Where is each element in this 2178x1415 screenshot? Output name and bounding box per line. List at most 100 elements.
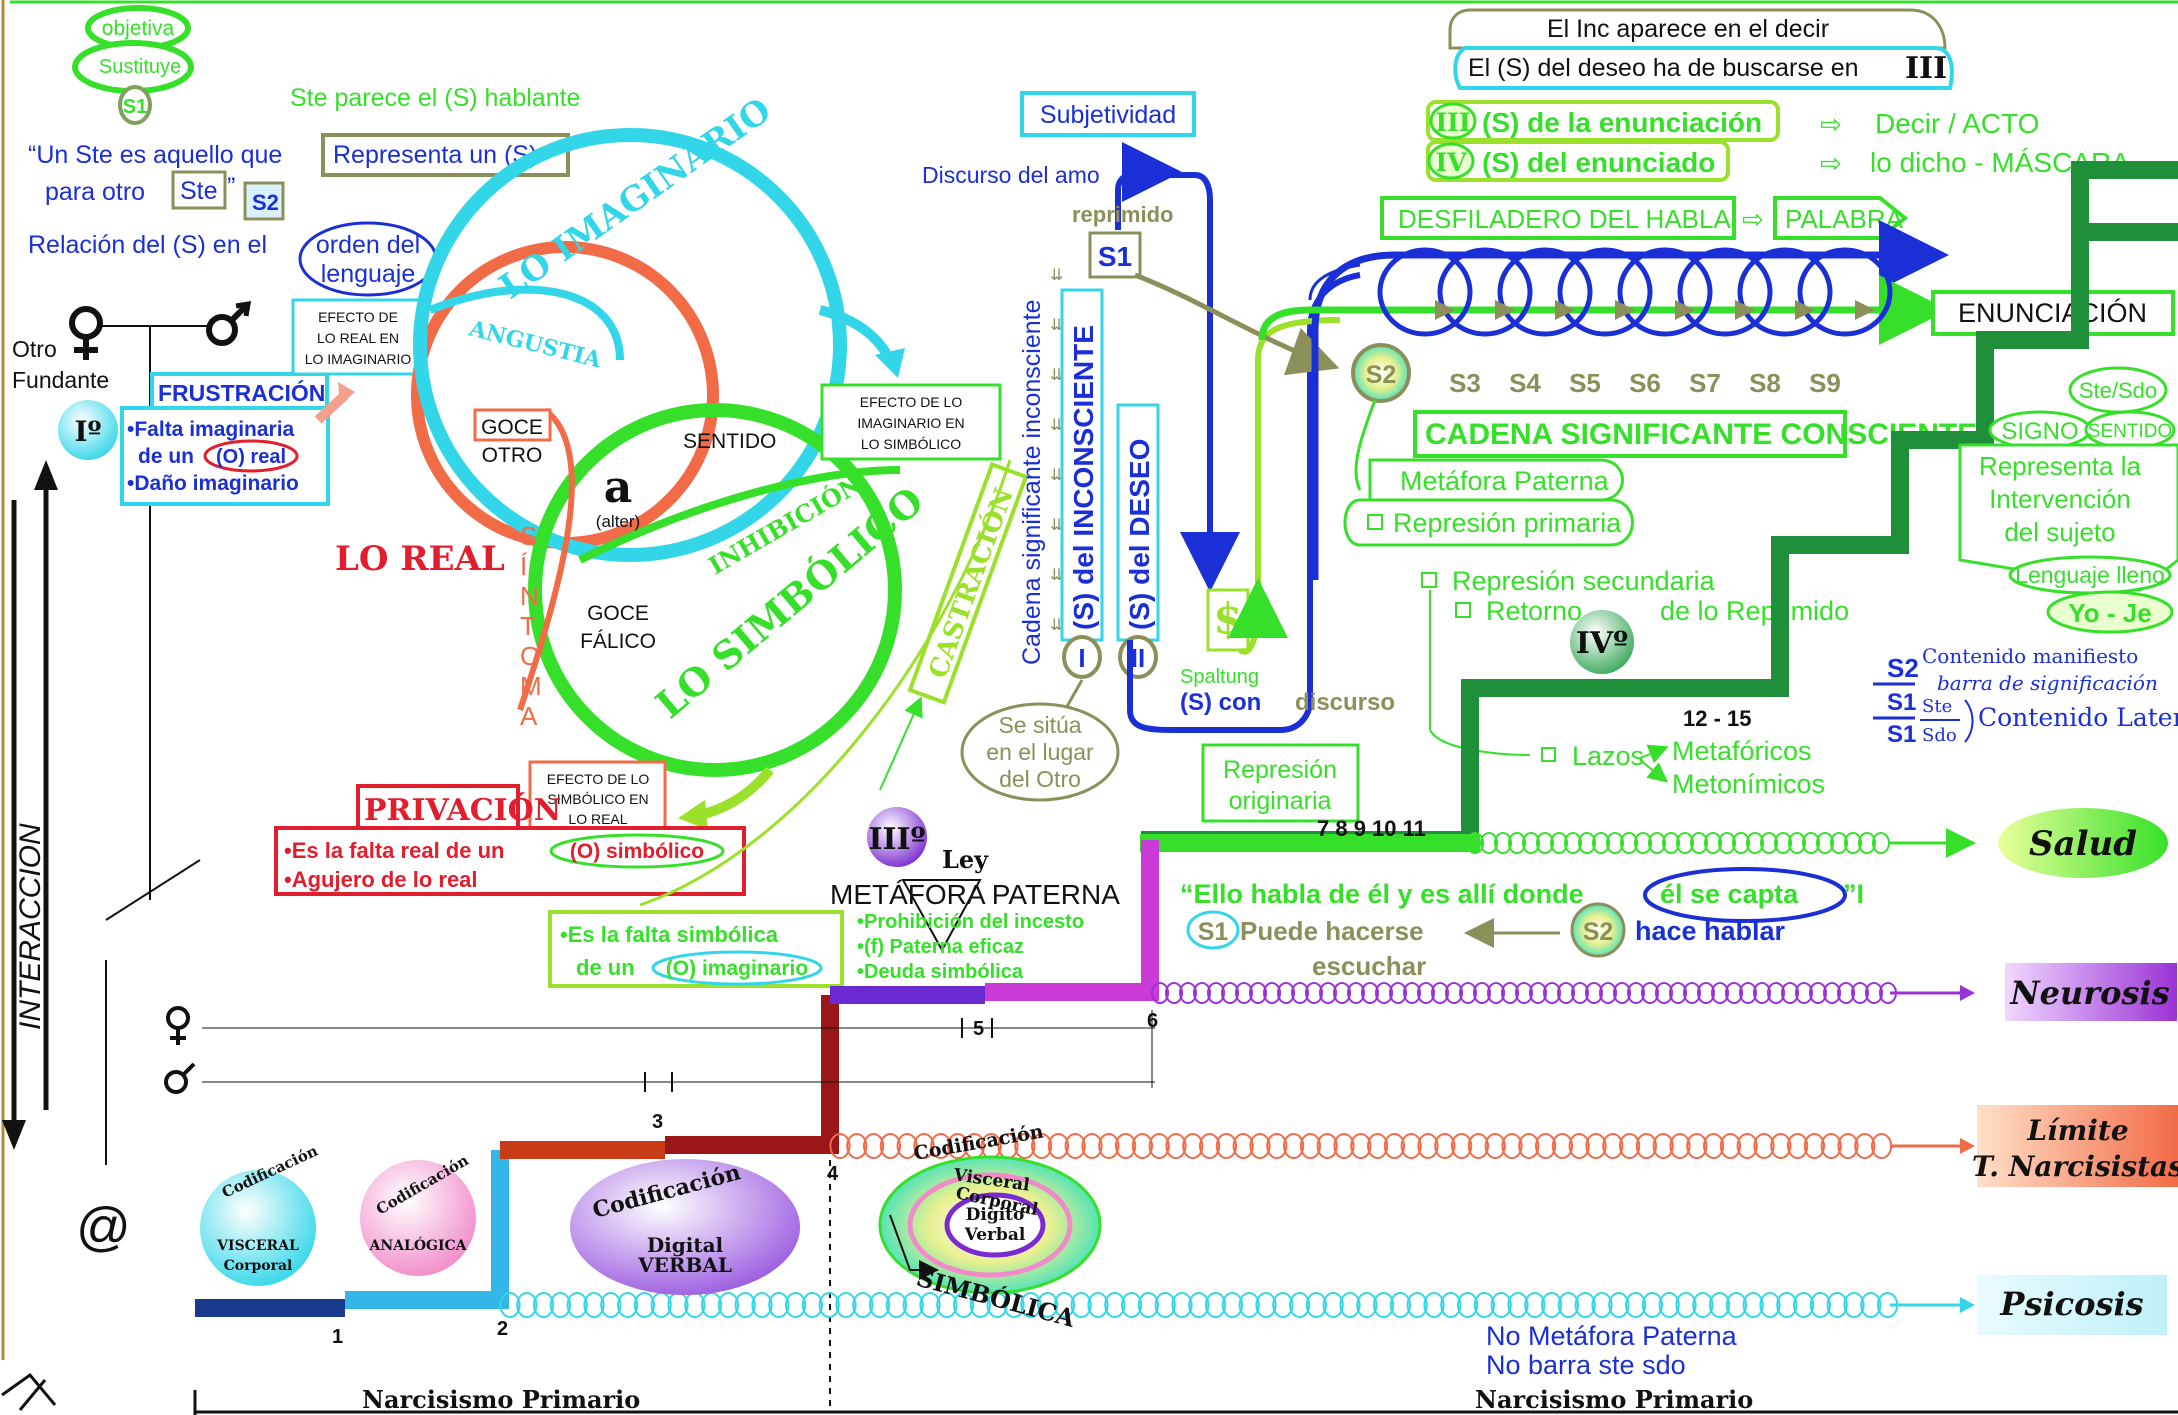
goce-falico-2: FÁLICO — [580, 630, 656, 653]
coil-loop — [1793, 1292, 1815, 1318]
de-un-text: de un — [138, 445, 194, 468]
coil-loop — [1020, 1292, 1042, 1318]
privacion-title: PRIVACIÓN — [364, 792, 561, 828]
efecto-simb-2: SIMBÓLICO EN — [547, 791, 648, 807]
coil-loop — [1787, 1133, 1809, 1159]
coil-loop — [1417, 1133, 1439, 1159]
coil-loop — [1826, 1292, 1848, 1318]
coil-loop — [1803, 1133, 1826, 1159]
se-capta-ellipse — [1643, 867, 1847, 923]
escuchar-text: escuchar — [1312, 951, 1426, 981]
iii-label: (S) de la enunciación — [1482, 107, 1762, 138]
se-situa-1: Se sitúa — [998, 712, 1081, 738]
coil-loop — [1844, 832, 1862, 854]
chain-triangles — [1435, 300, 1875, 320]
coil-loop — [1823, 982, 1841, 1004]
coil-loop — [1585, 1133, 1607, 1159]
coil-loop — [863, 1133, 885, 1159]
num-12-15: 12 - 15 — [1683, 706, 1752, 731]
svg-text:⇊: ⇊ — [1050, 617, 1063, 634]
ley-label: Ley — [942, 845, 989, 874]
coil-loop — [1599, 982, 1617, 1004]
coil-loop — [717, 1292, 740, 1318]
goce-falico-1: GOCE — [587, 602, 649, 625]
iv-big-circle — [1570, 610, 1634, 674]
cod2-circle — [360, 1160, 476, 1276]
bullet-icon — [1367, 514, 1383, 530]
chain-label: S6 — [1629, 368, 1661, 398]
alter-label: (alter) — [596, 512, 640, 531]
coil-loop — [835, 1292, 857, 1318]
step-n1: 1 — [332, 1326, 343, 1348]
step-n2: 2 — [497, 1318, 508, 1340]
coil-loop — [1759, 1292, 1781, 1318]
coil-loop — [1249, 1133, 1271, 1159]
coil-loop — [1851, 982, 1869, 1004]
roman-i-circle — [1062, 635, 1102, 679]
at-symbol: @ — [76, 1197, 131, 1257]
coil-loop — [829, 1133, 851, 1159]
coil-loop — [1820, 1133, 1842, 1159]
a-label: a — [604, 462, 633, 513]
bullet-icon — [1455, 602, 1471, 618]
svg-text:⇊: ⇊ — [1050, 367, 1063, 384]
blue-u-loop — [1127, 272, 1361, 733]
coil-loop — [1564, 832, 1582, 854]
coil-loop — [1104, 1292, 1126, 1318]
coil-loop — [1154, 1292, 1176, 1318]
roman-ii: II — [1131, 643, 1145, 673]
coil-loop — [1683, 982, 1701, 1004]
enunciacion-box — [1931, 290, 2175, 336]
coil-loop — [1383, 1133, 1406, 1159]
inc-down-arrows: ⇊ ⇊ ⇊ ⇊ ⇊ ⇊ ⇊ ⇊ — [1050, 267, 1063, 634]
frac-paren — [1964, 699, 1974, 743]
dollar-symbol: $ — [1213, 594, 1242, 643]
coil-loop — [1356, 1292, 1378, 1318]
interaccion-label: INTERACCION — [14, 823, 47, 1030]
coil-loop — [1115, 1133, 1137, 1159]
coil-loop — [1613, 982, 1631, 1004]
falta-imaginaria: •Falta imaginaria — [127, 418, 295, 441]
s2-law: S2 — [1583, 918, 1614, 946]
coil-loop — [1367, 1133, 1389, 1159]
step-5 — [985, 840, 1159, 1001]
coil-loop — [1858, 832, 1876, 854]
coil-loop — [947, 1133, 969, 1159]
coil-loop — [846, 1133, 868, 1159]
o-imag-ellipse — [651, 950, 823, 986]
de-lo-reprimido-text: de lo Reprimido — [1660, 596, 1849, 626]
iv-tag: IV — [1435, 148, 1467, 177]
reprimido-text: reprimido — [1072, 202, 1173, 227]
castracion-label: CASTRACIÓN — [922, 483, 1020, 682]
retorno-text: Retorno — [1486, 596, 1582, 626]
narc-right: Narcisismo Primario — [1475, 1385, 1753, 1414]
iv-label: (S) del enunciado — [1482, 147, 1715, 178]
coil-loop — [1347, 982, 1365, 1004]
s1-center: S1 — [1098, 241, 1132, 272]
castracion-connector — [639, 459, 1012, 907]
coil-loop — [1400, 1133, 1422, 1159]
lazos-arrow-1 — [1639, 744, 1669, 764]
law-l3: •Deuda simbólica — [857, 961, 1024, 983]
objetiva-group: objetiva Sustituye S1 — [72, 5, 194, 125]
coil-loop — [1872, 832, 1890, 854]
coil-loop — [1081, 1133, 1103, 1159]
coil-loop — [1289, 1292, 1311, 1318]
coil-loop — [617, 1292, 639, 1318]
enunciacion-text: ENUNCIACIÓN — [1958, 297, 2147, 328]
coil-loop — [1725, 982, 1743, 1004]
coil-loop — [516, 1292, 538, 1318]
ste-box — [171, 170, 227, 210]
representa-right-3: del sujeto — [2004, 517, 2115, 547]
coil-loop — [1434, 1133, 1456, 1159]
neurosis-head — [1960, 985, 1975, 1001]
coil-loop — [1635, 1133, 1658, 1159]
frustracion-title: FRUSTRACIÓN — [158, 379, 325, 406]
lenguaje-text: lenguaje — [321, 260, 416, 288]
coil-neurosis — [1151, 982, 1897, 1004]
coil-loop — [953, 1292, 975, 1318]
coil-loop — [1703, 1133, 1725, 1159]
coil-loop — [1571, 982, 1589, 1004]
